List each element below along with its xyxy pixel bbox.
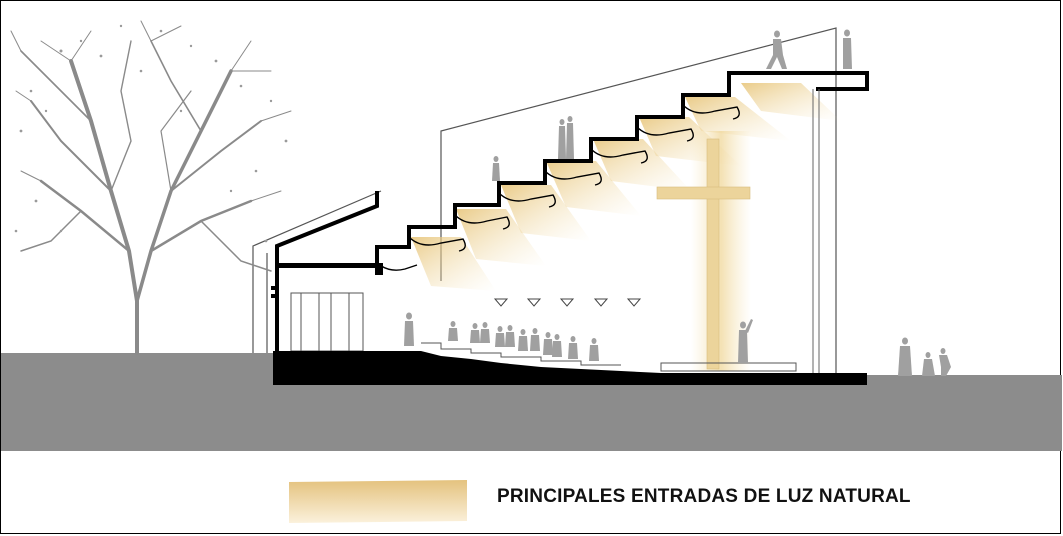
stepped-roof bbox=[375, 71, 869, 273]
people bbox=[404, 29, 951, 376]
legend-swatch bbox=[289, 480, 467, 523]
cross bbox=[656, 131, 751, 371]
tree-foliage bbox=[14, 24, 288, 243]
light-beams bbox=[411, 83, 841, 291]
legend-label: PRINCIPALES ENTRADAS DE LUZ NATURAL bbox=[497, 486, 911, 507]
ground bbox=[1, 353, 1062, 451]
nave-floor bbox=[273, 342, 867, 385]
step-soffits bbox=[376, 104, 740, 271]
left-annex bbox=[271, 191, 383, 352]
glazing-column bbox=[812, 89, 820, 373]
pendant-lamps bbox=[493, 298, 642, 307]
tree bbox=[10, 20, 292, 355]
